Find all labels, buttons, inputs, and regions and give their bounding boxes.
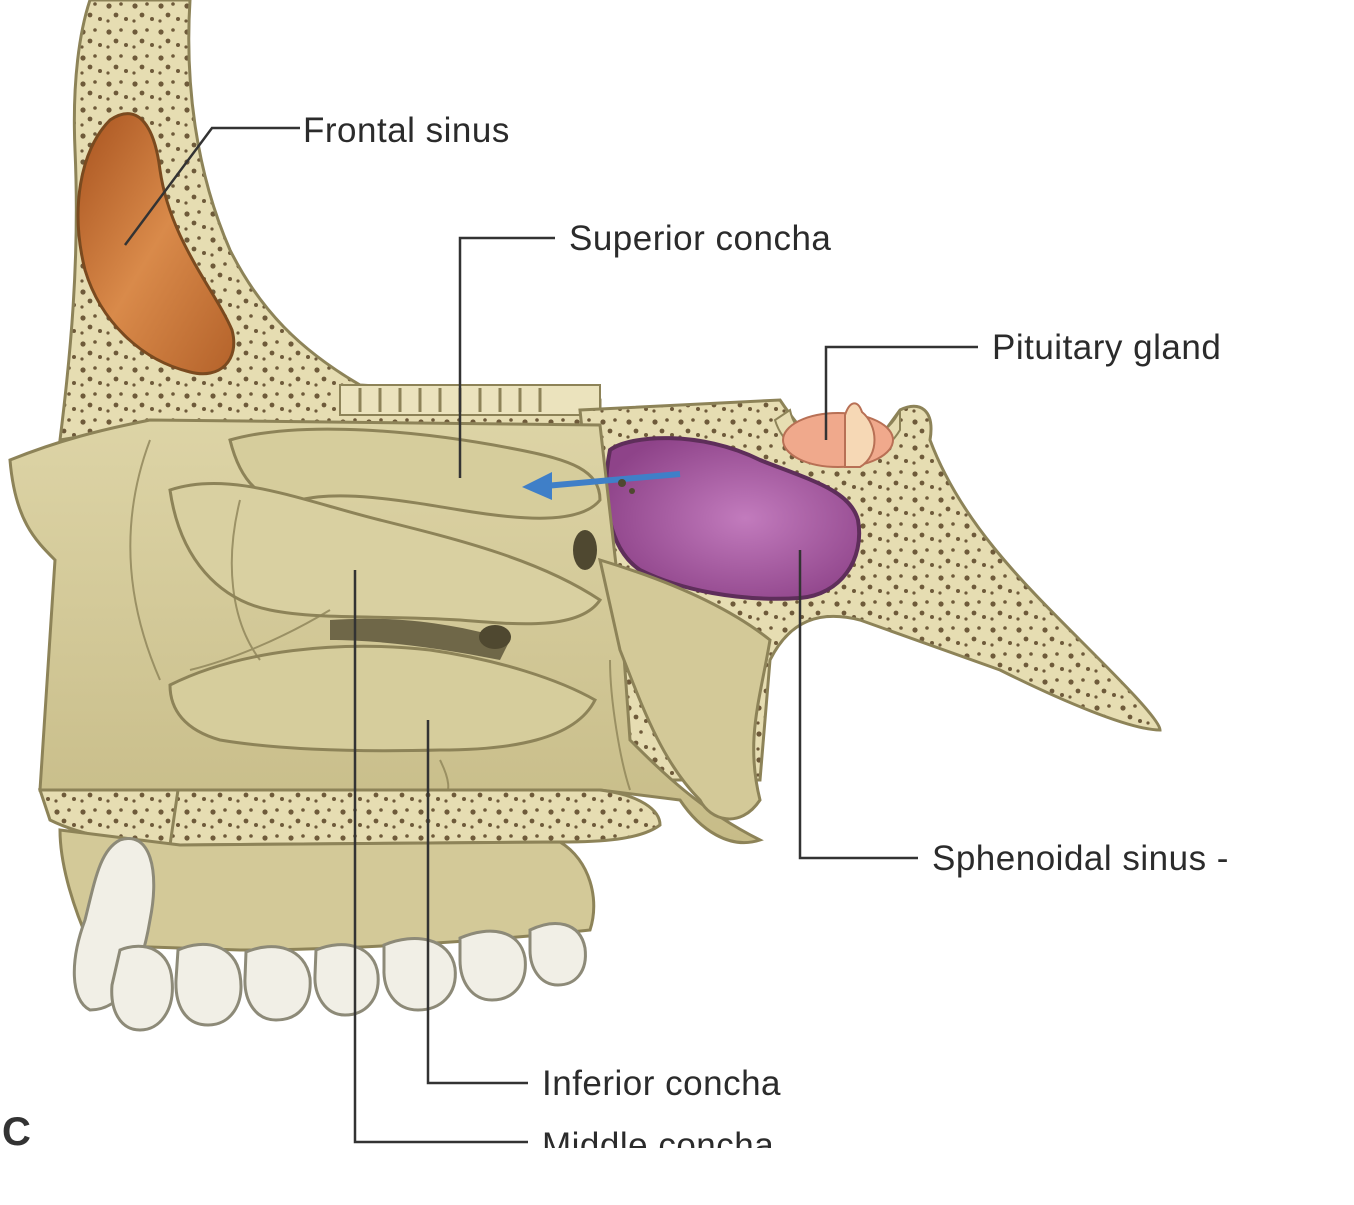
frontal-sinus <box>76 112 236 376</box>
teeth-row <box>110 922 587 1032</box>
sphenoidal-sinus <box>604 436 862 601</box>
leader-frontal-sinus <box>123 126 300 246</box>
label-middle-concha: Middle concha <box>542 1126 775 1148</box>
hard-palate <box>37 788 662 847</box>
leader-lines <box>123 126 978 1144</box>
panel-letter: C <box>2 1110 31 1154</box>
pituitary-gland <box>782 402 894 468</box>
leader-superior-concha <box>458 236 555 478</box>
label-sphenoidal-sinus: Sphenoidal sinus - <box>932 839 1229 878</box>
leader-inferior-concha <box>426 720 528 1085</box>
label-pituitary-gland: Pituitary gland <box>992 328 1222 367</box>
blue-arrow <box>522 471 681 500</box>
leader-pituitary-gland <box>824 345 978 440</box>
label-frontal-sinus: Frontal sinus <box>303 111 510 150</box>
label-inferior-concha: Inferior concha <box>542 1064 782 1103</box>
label-superior-concha: Superior concha <box>569 219 832 258</box>
leader-middle-concha <box>353 570 528 1144</box>
middle-concha-shape <box>168 482 603 626</box>
leader-sphenoidal-sinus <box>798 550 918 860</box>
